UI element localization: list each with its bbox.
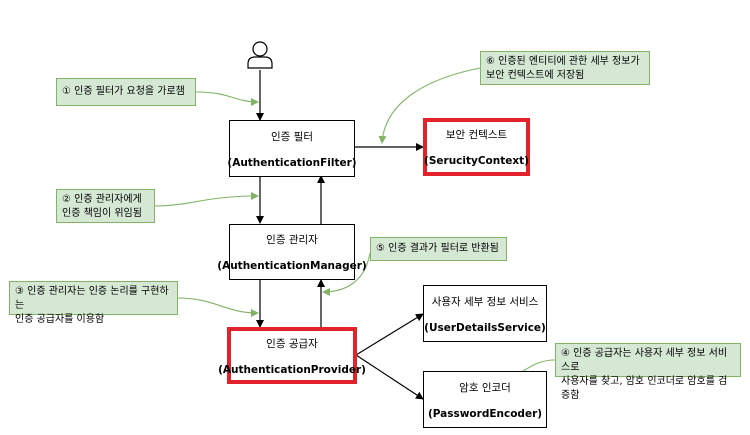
- password-encoder-title: 암호 인코더: [459, 381, 511, 394]
- callout-connector-1: [195, 91, 259, 106]
- arrow-provider-to-userdetails: [355, 313, 424, 356]
- security-context-class: (SerucityContext): [424, 155, 529, 167]
- callout-connector-5: [322, 252, 371, 296]
- password-encoder-class: (PasswordEncoder): [427, 407, 543, 420]
- authentication-provider-class: (AuthenticationProvider): [218, 363, 366, 376]
- callout-note-5: ⑤ 인증 결과가 필터로 반환됨: [370, 237, 507, 261]
- authentication-filter-title: 인증 필터: [271, 130, 313, 143]
- callout-note-4: ④ 인증 공급자는 사용자 세부 정보 서비스로 사용자를 찾고, 암호 인코더…: [555, 343, 741, 401]
- callout-connector-3: [177, 297, 259, 317]
- callout-connector-6: [378, 67, 481, 144]
- password-encoder-box: 암호 인코더 (PasswordEncoder): [423, 371, 547, 428]
- authentication-manager-box: 인증 관리자 (AuthenticationManager): [217, 224, 367, 280]
- security-context-title: 보안 컨텍스트: [445, 129, 508, 141]
- user-details-service-title: 사용자 세부 정보 서비스: [431, 295, 539, 308]
- security-context-box: 보안 컨텍스트 (SerucityContext): [423, 118, 530, 176]
- callout-note-2: ② 인증 관리자에게 인증 책임이 위임됨: [56, 189, 155, 223]
- authentication-filter-class: (AuthenticationFilter): [227, 156, 357, 169]
- callout-note-3: ③ 인증 관리자는 인증 논리를 구현하는 인증 공급자를 이용함: [9, 281, 178, 325]
- authentication-provider-box: 인증 공급자 (AuthenticationProvider): [218, 327, 366, 384]
- user-details-service-class: (UserDetailsService): [424, 321, 546, 334]
- authentication-manager-title: 인증 관리자: [266, 234, 318, 246]
- arrow-provider-to-encoder: [355, 354, 424, 400]
- user-icon: [247, 41, 273, 69]
- authentication-filter-box: 인증 필터 (AuthenticationFilter): [227, 120, 357, 177]
- user-details-service-box: 사용자 세부 정보 서비스 (UserDetailsService): [423, 285, 547, 342]
- callout-note-1: ① 인증 필터가 요청을 가로챔: [56, 78, 196, 106]
- authentication-provider-title: 인증 공급자: [266, 337, 318, 350]
- authentication-manager-class: (AuthenticationManager): [217, 260, 367, 272]
- callout-note-6: ⑥ 인증된 엔티티에 관한 세부 정보가 보안 컨텍스트에 저장됨: [480, 51, 650, 85]
- callout-connector-2: [154, 192, 259, 207]
